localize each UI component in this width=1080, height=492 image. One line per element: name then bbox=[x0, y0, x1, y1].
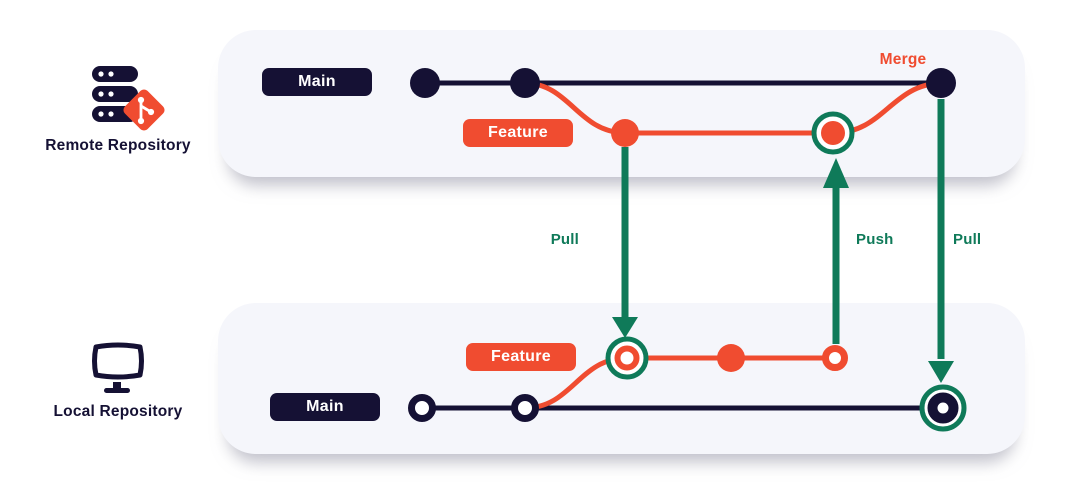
remote-server-git-icon bbox=[92, 66, 165, 131]
git-logo-icon bbox=[123, 89, 165, 131]
remote-main-branch-label: Main bbox=[262, 68, 372, 96]
remote-repository-label: Remote Repository bbox=[45, 137, 191, 154]
pull-feature-label: Pull bbox=[550, 231, 579, 248]
local-feature-branch-label: Feature bbox=[466, 343, 576, 371]
local-main-branch-label: Main bbox=[270, 393, 380, 421]
local-repository-label: Local Repository bbox=[53, 403, 183, 420]
merge-label: Merge bbox=[879, 51, 927, 68]
pull-main-label: Pull bbox=[953, 231, 982, 248]
remote-feature-branch-label: Feature bbox=[463, 119, 573, 147]
local-repository-panel bbox=[218, 303, 1025, 454]
local-monitor-icon bbox=[92, 342, 144, 393]
push-label: Push bbox=[856, 231, 894, 248]
